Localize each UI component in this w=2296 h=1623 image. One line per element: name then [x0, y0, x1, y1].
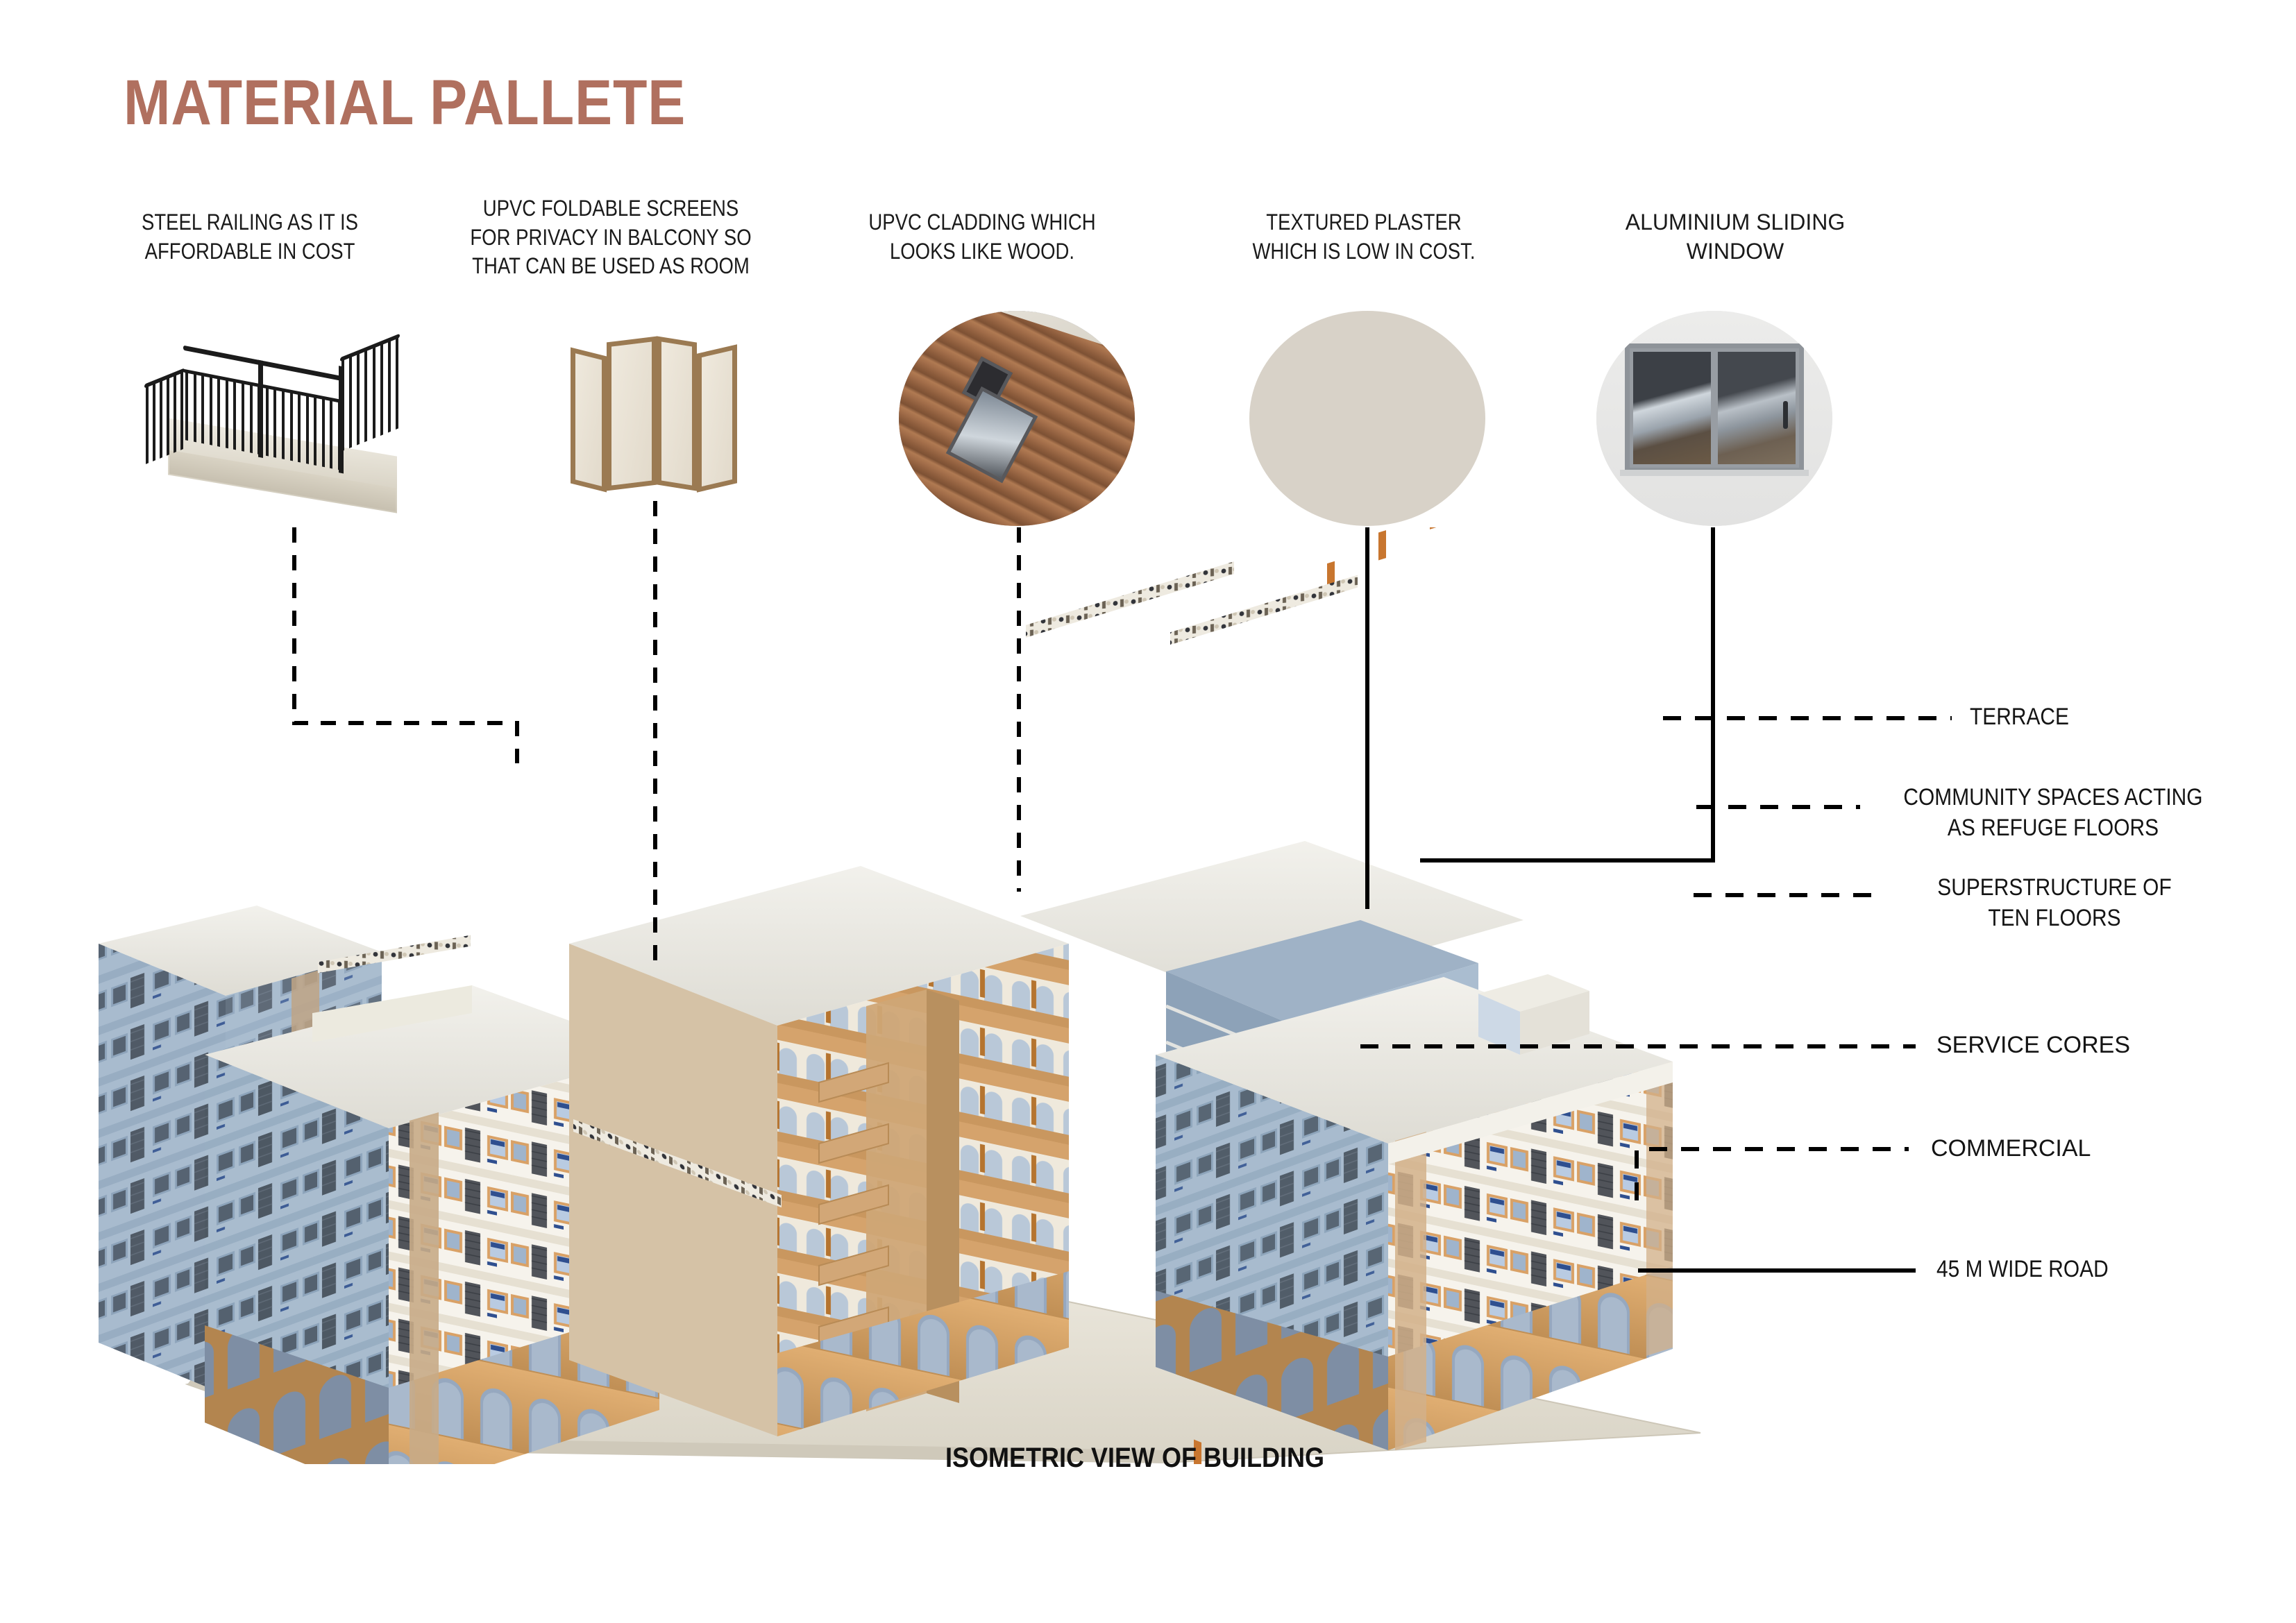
window-frame [1624, 343, 1805, 473]
caption-line: UPVC CLADDING WHICH [868, 210, 1096, 235]
annotation-superstructure: SUPERSTRUCTURE OF TEN FLOORS [1884, 873, 2226, 933]
annotation-label: TEN FLOORS [1988, 904, 2121, 931]
annotation-label: COMMERCIAL [1931, 1135, 2091, 1162]
caption-line: STEEL RAILING AS IT IS [141, 210, 358, 235]
window-pane-fixed [1629, 348, 1714, 468]
material-caption-aluminium-window: ALUMINIUM SLIDING WINDOW [1596, 208, 1874, 266]
material-caption-upvc-cladding: UPVC CLADDING WHICH LOOKS LIKE WOOD. [848, 208, 1117, 266]
railing-return-left [144, 368, 185, 467]
annotation-label: AS REFUGE FLOORS [1947, 814, 2159, 841]
annotation-label: COMMUNITY SPACES ACTING [1903, 784, 2203, 810]
caption-line: TEXTURED PLASTER [1266, 210, 1462, 235]
swatch-steel-railing [144, 333, 422, 520]
annotation-terrace: TERRACE [1970, 702, 2069, 733]
caption-line: AFFORDABLE IN COST [144, 238, 355, 264]
annotation-label: 45 M WIDE ROAD [1936, 1256, 2109, 1282]
caption-line: THAT CAN BE USED AS ROOM [472, 253, 750, 279]
isometric-building-render [99, 527, 1701, 1464]
caption-line: WINDOW [1686, 238, 1784, 264]
annotation-commercial: COMMERCIAL [1931, 1134, 2091, 1164]
caption-line: ALUMINIUM SLIDING [1625, 210, 1846, 235]
material-caption-upvc-screens: UPVC FOLDABLE SCREENS FOR PRIVACY IN BAL… [455, 194, 766, 281]
railing-return-right [340, 333, 400, 455]
view-caption: ISOMETRIC VIEW OF BUILDING [945, 1443, 1325, 1473]
page-title: MATERIAL PALLETE [124, 67, 686, 138]
annotation-community-spaces: COMMUNITY SPACES ACTING AS REFUGE FLOORS [1864, 783, 2243, 843]
swatch-upvc-foldable-screen [568, 332, 741, 493]
screen-panel [697, 344, 737, 493]
annotation-label: SUPERSTRUCTURE OF [1937, 874, 2172, 901]
window-sill [1620, 470, 1809, 477]
screen-panel [607, 336, 657, 491]
swatch-upvc-cladding-photo [899, 311, 1135, 526]
caption-line: LOOKS LIKE WOOD. [889, 238, 1075, 264]
swatch-textured-plaster [1249, 311, 1485, 526]
window-pane-sliding [1714, 348, 1800, 468]
screen-panel [657, 336, 697, 491]
caption-line: UPVC FOLDABLE SCREENS [482, 196, 739, 221]
material-caption-textured-plaster: TEXTURED PLASTER WHICH IS LOW IN COST. [1230, 208, 1499, 266]
annotation-service-cores: SERVICE CORES [1936, 1030, 2130, 1061]
annotation-road: 45 M WIDE ROAD [1936, 1255, 2109, 1285]
swatch-aluminium-sliding-window [1596, 311, 1832, 526]
caption-line: FOR PRIVACY IN BALCONY SO [470, 224, 752, 250]
caption-line: WHICH IS LOW IN COST. [1252, 238, 1476, 264]
window-handle-icon [1782, 400, 1788, 429]
annotation-label: SERVICE CORES [1936, 1032, 2131, 1058]
annotation-label: TERRACE [1970, 704, 2069, 730]
material-caption-steel-railing: STEEL RAILING AS IT IS AFFORDABLE IN COS… [124, 208, 375, 266]
screen-panel [571, 347, 607, 493]
